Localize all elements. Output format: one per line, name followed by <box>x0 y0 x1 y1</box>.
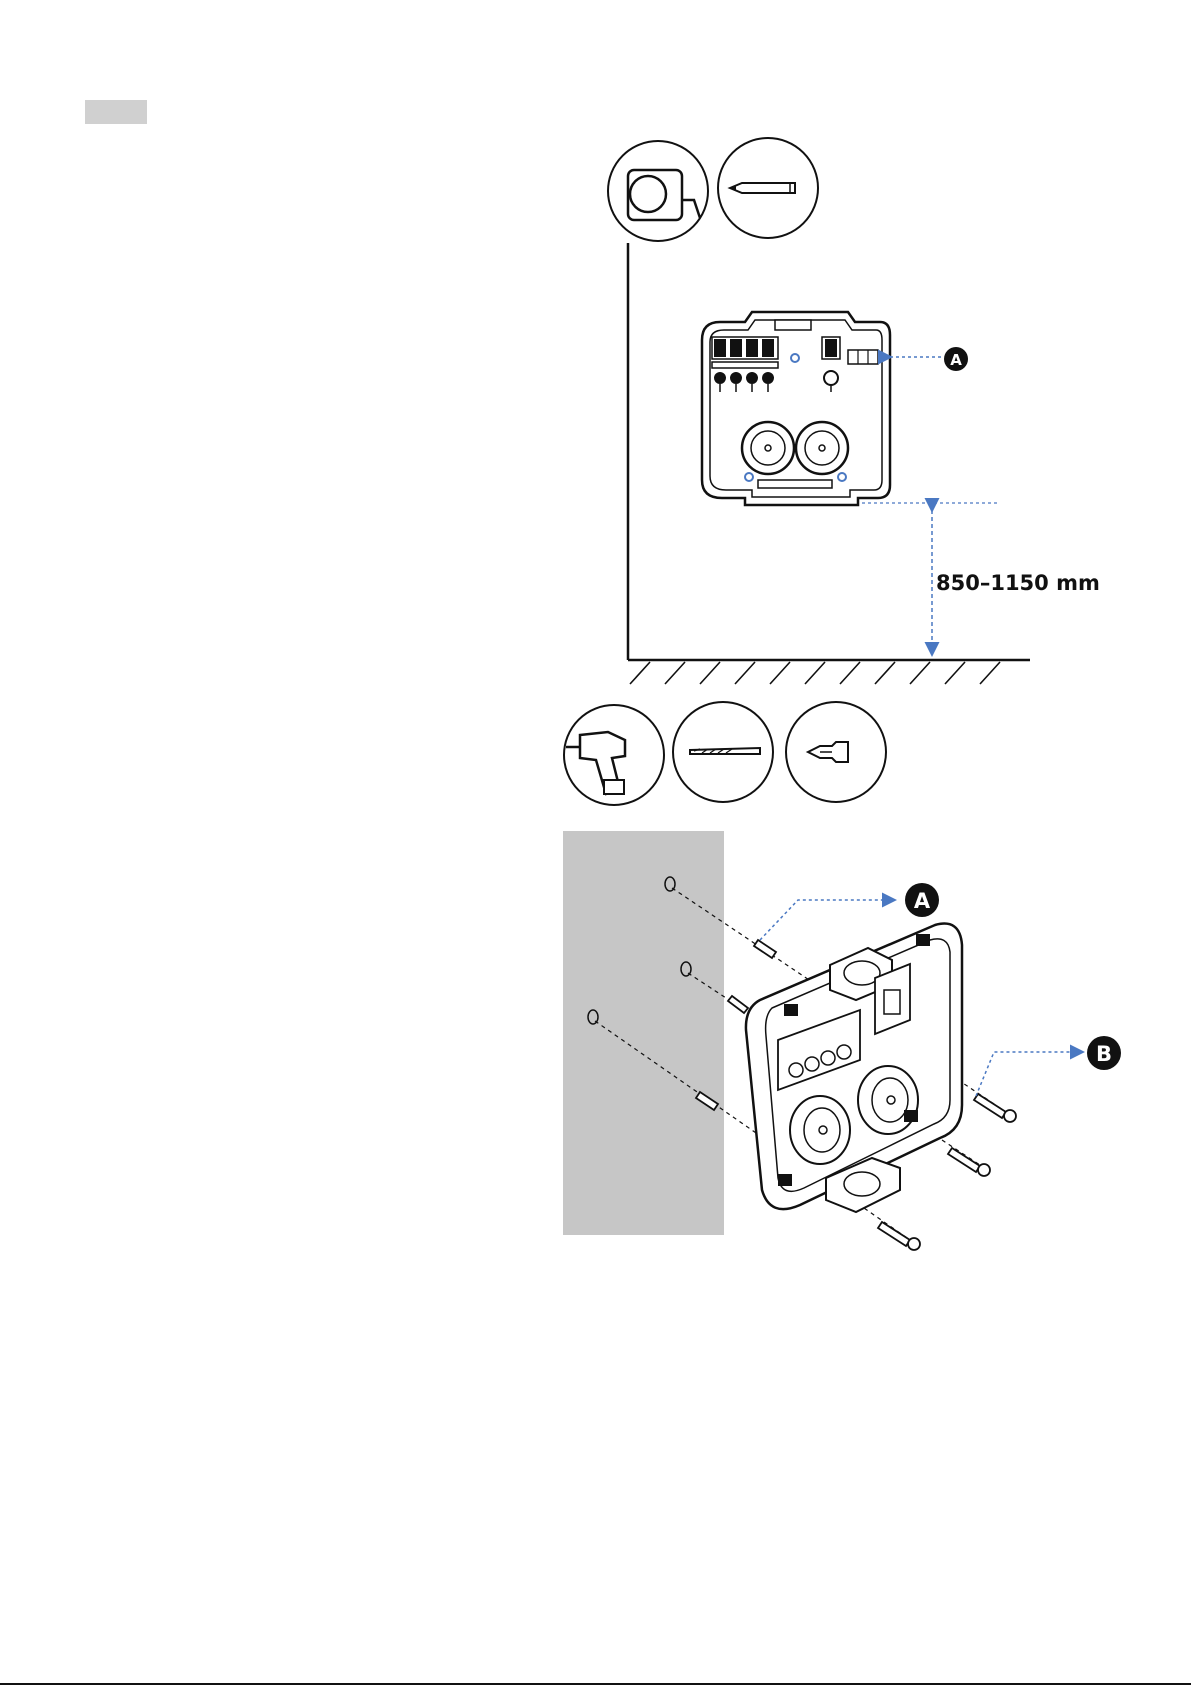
back-plate <box>702 312 890 505</box>
wall-mounting-diagram: A 850–1150 mm <box>628 243 1100 684</box>
step1-tools <box>608 138 818 241</box>
step2-tools <box>564 702 886 805</box>
height-dimension-label: 850–1150 mm <box>936 571 1100 595</box>
screw-2 <box>948 1148 990 1176</box>
drill-bit-icon <box>673 702 773 802</box>
tape-measure-icon <box>608 141 708 241</box>
svg-text:A: A <box>914 889 931 913</box>
wall-section <box>563 831 724 1235</box>
screw-3 <box>878 1222 920 1250</box>
callout-b: B <box>1087 1036 1121 1070</box>
cable-gland-right-3d <box>858 1066 918 1134</box>
callout-a-bottom: A <box>905 883 939 917</box>
floor-hatching <box>630 662 1000 684</box>
svg-text:B: B <box>1096 1042 1112 1066</box>
screwdriver-bit-icon <box>786 702 886 802</box>
pencil-icon <box>718 138 818 238</box>
drilling-diagram: A B <box>563 831 1121 1250</box>
svg-text:A: A <box>950 351 962 369</box>
callout-a-top: A <box>944 347 968 371</box>
drill-icon <box>564 705 664 805</box>
screw-1 <box>974 1094 1016 1122</box>
charger-base-housing <box>746 924 962 1212</box>
spirit-level <box>848 350 878 364</box>
cable-gland-left <box>742 422 794 474</box>
cable-gland-left-3d <box>790 1096 850 1164</box>
cable-gland-right <box>796 422 848 474</box>
